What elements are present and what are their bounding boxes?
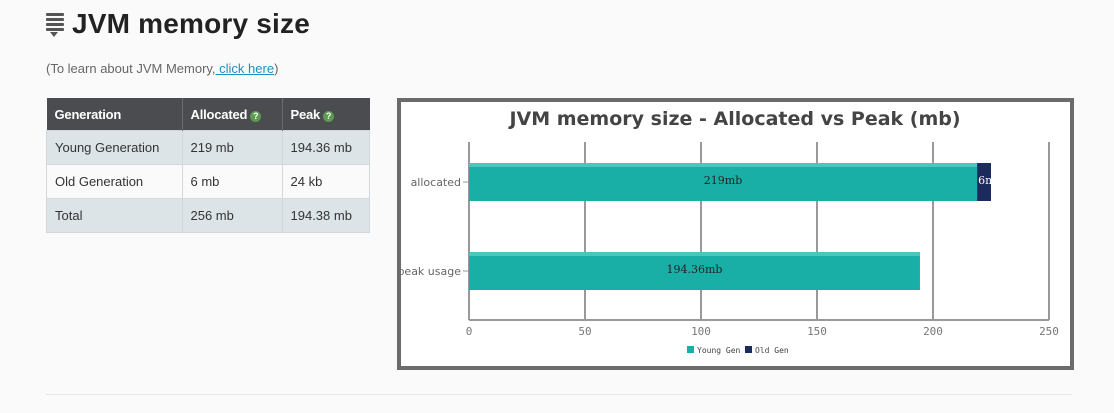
learn-more-text: (To learn about JVM Memory, click here): [46, 61, 278, 76]
column-header-peak: Peak?: [282, 98, 370, 131]
table-row: Young Generation 219 mb 194.36 mb: [46, 130, 370, 165]
legend-label: Young Gen: [697, 346, 741, 355]
allocated-cell: 219 mb: [181, 130, 283, 165]
generation-cell: Old Generation: [46, 164, 183, 199]
x-tick-label: 100: [691, 325, 711, 338]
data-label: 6m: [978, 174, 996, 187]
table-header-row: Generation Allocated? Peak?: [46, 98, 370, 131]
data-label: 194.36mb: [666, 263, 722, 276]
peak-cell: 24 kb: [281, 164, 370, 199]
column-header-label: Allocated: [190, 106, 248, 122]
allocated-cell: 6 mb: [181, 164, 283, 199]
bar-highlight: [469, 252, 920, 256]
chart-title: JVM memory size - Allocated vs Peak (mb): [507, 108, 960, 130]
x-tick-label: 0: [466, 325, 473, 338]
click-here-link[interactable]: click here: [215, 61, 275, 76]
bar-highlight: [469, 163, 978, 167]
bar-old-gen: [977, 163, 991, 201]
legend-label: Old Gen: [755, 346, 789, 355]
legend-swatch: [687, 346, 694, 353]
y-tick-label: peak usage: [401, 265, 461, 278]
help-icon[interactable]: ?: [323, 110, 335, 122]
column-header-allocated: Allocated?: [182, 98, 283, 131]
help-icon[interactable]: ?: [250, 110, 262, 122]
bar-young-gen: [469, 252, 920, 290]
x-tick-label: 200: [923, 325, 943, 338]
page-title: JVM memory size: [72, 8, 310, 39]
learn-suffix: ): [274, 61, 279, 76]
data-label: 219mb: [704, 174, 742, 187]
generation-cell: Young Generation: [46, 130, 183, 165]
x-tick-label: 150: [807, 325, 827, 338]
column-header-label: Generation: [54, 106, 122, 122]
memory-size-table: Generation Allocated? Peak? Young Genera…: [46, 98, 370, 233]
divider: [46, 394, 1072, 395]
memory-icon: [46, 11, 64, 37]
page-header: JVM memory size: [46, 8, 310, 40]
column-header-label: Peak: [290, 106, 321, 122]
legend-swatch: [745, 346, 752, 353]
x-tick-label: 250: [1039, 325, 1059, 338]
learn-prefix: (To learn about JVM Memory,: [46, 61, 216, 76]
generation-cell: Total: [46, 198, 183, 233]
x-tick-label: 50: [578, 325, 591, 338]
peak-cell: 194.36 mb: [281, 130, 370, 165]
peak-cell: 194.38 mb: [281, 198, 370, 233]
table-row: Old Generation 6 mb 24 kb: [46, 164, 370, 199]
allocated-cell: 256 mb: [181, 198, 283, 233]
column-header-generation: Generation: [46, 98, 183, 131]
table-row: Total 256 mb 194.38 mb: [46, 198, 370, 233]
bar-young-gen: [469, 163, 978, 201]
chart-svg: JVM memory size - Allocated vs Peak (mb)…: [401, 108, 1059, 355]
y-tick-label: allocated: [411, 176, 461, 189]
memory-chart: JVM memory size - Allocated vs Peak (mb)…: [397, 98, 1074, 370]
